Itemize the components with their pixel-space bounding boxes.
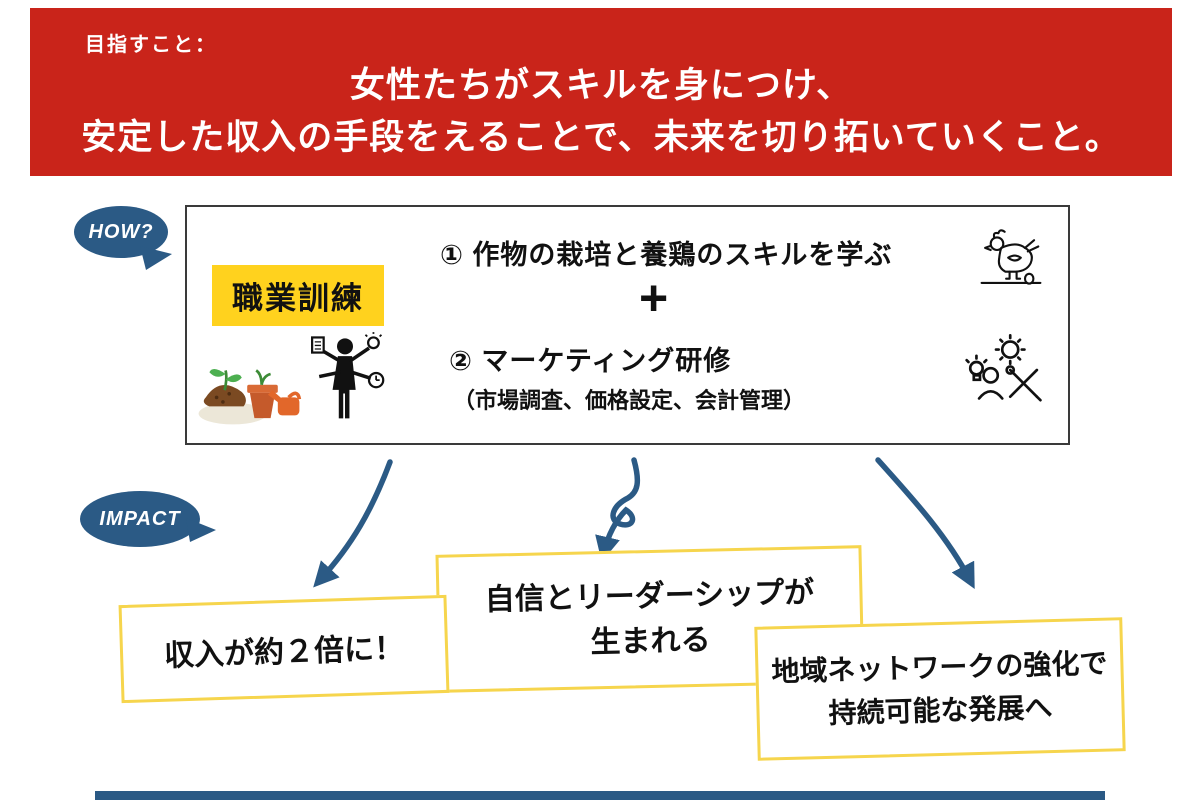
impact-bubble: IMPACT [80,491,200,547]
goal-headline: 女性たちがスキルを身につけ、 安定した収入の手段をえることで、未来を切り拓いてい… [30,60,1172,164]
impact-card-income-text: 収入が約２倍に！ [163,632,405,673]
vocational-training-badge: 職業訓練 [212,265,384,326]
step-2-text: ② マーケティング研修 [449,346,732,376]
goal-kicker: 目指すこと： [85,34,217,56]
impact-bubble-label: IMPACT [99,507,181,530]
plus-sign: + [639,270,669,326]
arrow-right [875,457,975,589]
impact-card-network: 地域ネットワークの強化で 持続可能な発展へ [754,617,1126,761]
impact-bubble-tail [186,518,216,542]
how-bubble-label: HOW? [88,220,154,243]
arrow-middle [595,457,641,562]
arrow-left [313,459,393,588]
impact-card-income: 収入が約２倍に！ [118,594,450,704]
impact-card-confidence-line2: 生まれる [590,623,711,660]
how-bubble: HOW? [74,206,168,258]
goal-line-1: 女性たちがスキルを身につけ、 [349,66,853,105]
gardening-illustration [198,369,302,425]
impact-card-confidence-line1: 自信とリーダーシップが [484,576,815,617]
multitask-person-illustration [311,332,385,419]
training-box: 職業訓練 [185,205,1070,445]
step-1-text: ① 作物の栽培と養鶏のスキルを学ぶ [440,240,893,270]
step-2-detail: （市場調査、価格設定、会計管理） [453,388,806,413]
impact-card-network-line2: 持続可能な発展へ [828,692,1053,729]
idea-gear-tools-icon [965,334,1042,402]
goal-line-2: 安定した収入の手段をえることで、未来を切り拓いていくこと。 [81,117,1121,157]
impact-card-network-line1: 地域ネットワークの強化で [771,647,1108,688]
how-bubble-tail [140,246,172,270]
impact-arrows [313,457,975,589]
next-section-edge [95,791,1105,800]
goal-banner: 目指すこと： 女性たちがスキルを身につけ、 安定した収入の手段をえることで、未来… [30,8,1172,176]
chicken-icon [980,229,1042,285]
